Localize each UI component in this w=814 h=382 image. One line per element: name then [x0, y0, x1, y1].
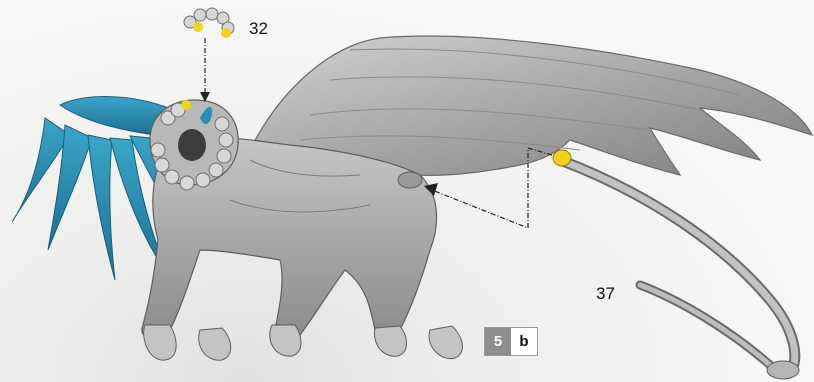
- step-number: 5: [485, 328, 511, 355]
- step-sub-letter: b: [511, 328, 537, 355]
- assembly-arrow-32: [200, 38, 210, 102]
- tail-part: [553, 150, 799, 379]
- part-number-label: 37: [596, 285, 615, 302]
- part-number-label: 32: [249, 20, 268, 37]
- head-part-icon: [184, 8, 234, 38]
- step-badge: 5 b: [484, 327, 538, 356]
